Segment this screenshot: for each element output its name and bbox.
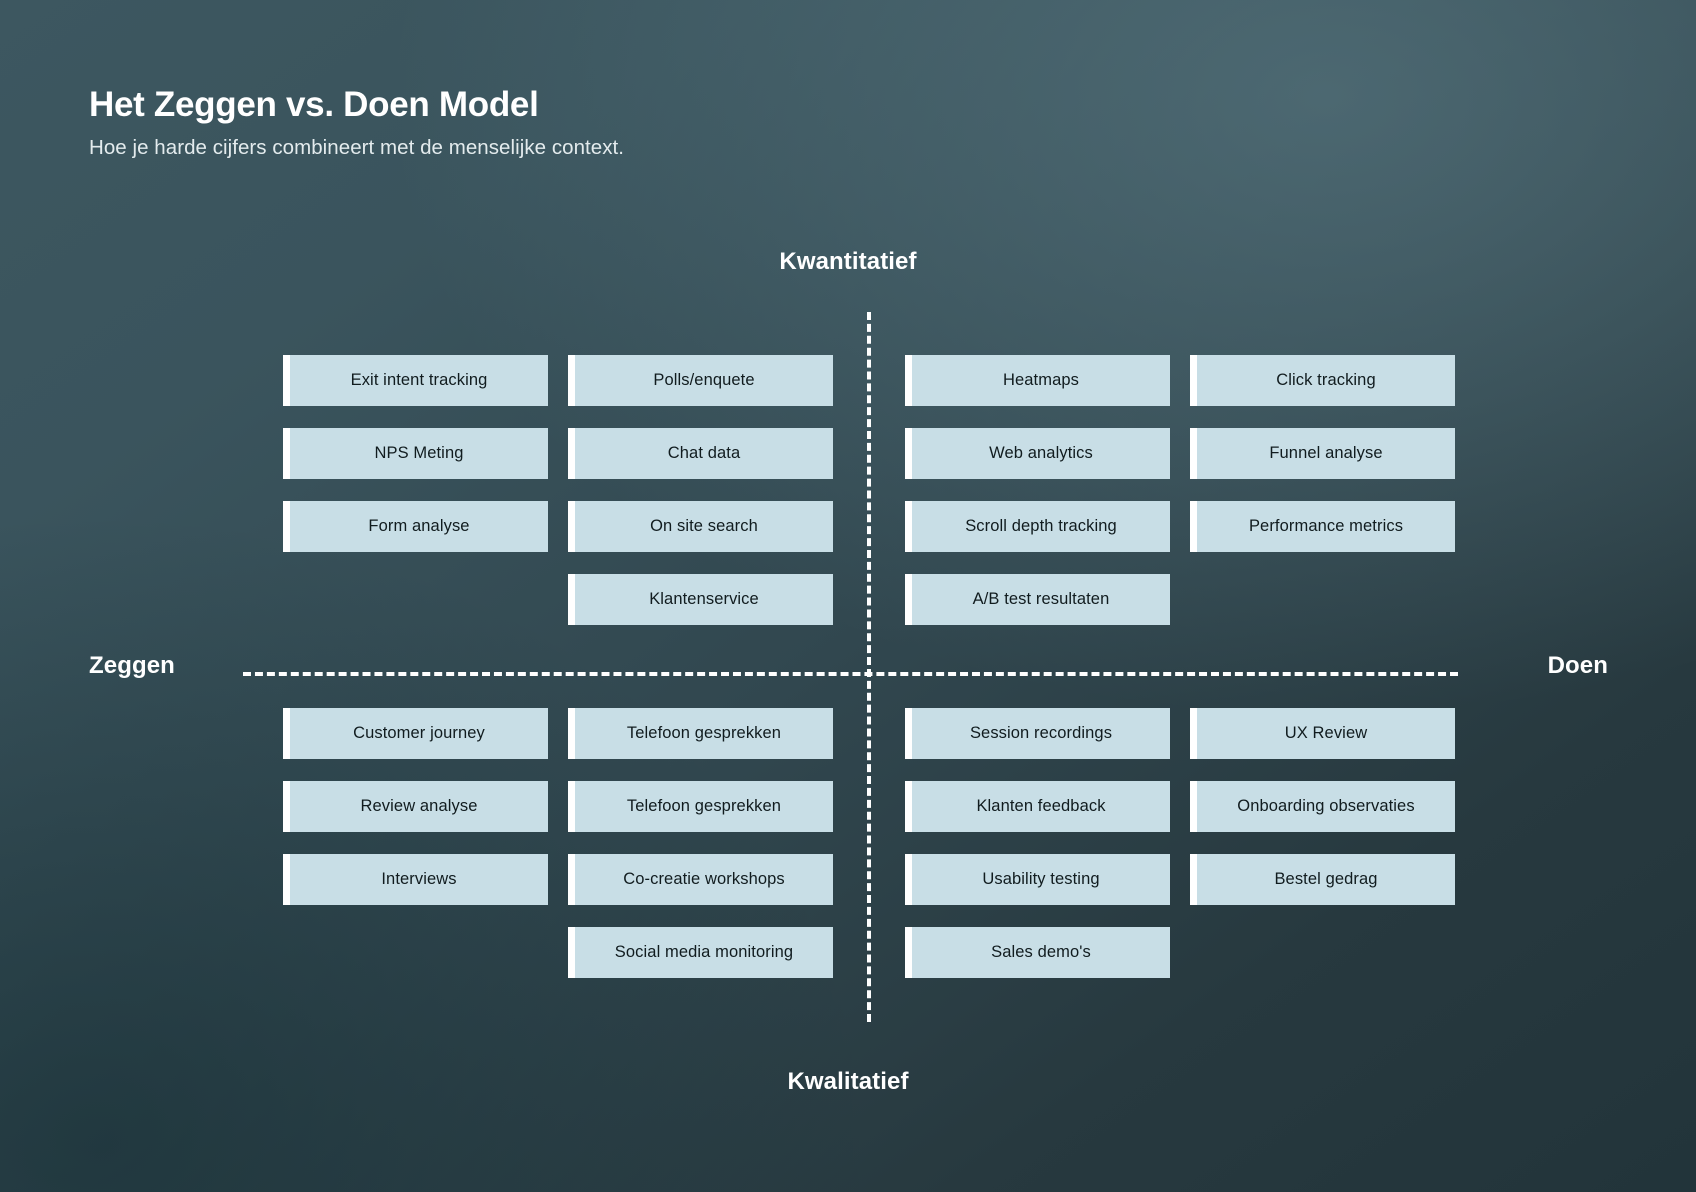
- method-card[interactable]: Customer journey: [283, 708, 548, 759]
- method-card[interactable]: Session recordings: [905, 708, 1170, 759]
- axis-line-horizontal: [243, 672, 1458, 676]
- method-card[interactable]: Social media monitoring: [568, 927, 833, 978]
- page-title: Het Zeggen vs. Doen Model: [89, 85, 539, 124]
- page-subtitle: Hoe je harde cijfers combineert met de m…: [89, 136, 625, 159]
- method-card[interactable]: Usability testing: [905, 854, 1170, 905]
- method-card[interactable]: Klantenservice: [568, 574, 833, 625]
- method-card[interactable]: Polls/enquete: [568, 355, 833, 406]
- axis-label-kwalitatief: Kwalitatief: [787, 1068, 909, 1095]
- axis-line-vertical: [867, 312, 871, 1022]
- method-card[interactable]: Review analyse: [283, 781, 548, 832]
- header: Het Zeggen vs. Doen Model Hoe je harde c…: [89, 84, 989, 160]
- method-card[interactable]: Performance metrics: [1190, 501, 1455, 552]
- method-card[interactable]: Form analyse: [283, 501, 548, 552]
- method-card[interactable]: Bestel gedrag: [1190, 854, 1455, 905]
- axis-label-doen: Doen: [1547, 652, 1608, 679]
- method-card[interactable]: UX Review: [1190, 708, 1455, 759]
- method-card[interactable]: Exit intent tracking: [283, 355, 548, 406]
- axis-label-zeggen: Zeggen: [89, 652, 175, 679]
- method-card[interactable]: Interviews: [283, 854, 548, 905]
- method-card[interactable]: Klanten feedback: [905, 781, 1170, 832]
- method-card[interactable]: Telefoon gesprekken: [568, 781, 833, 832]
- method-card[interactable]: Chat data: [568, 428, 833, 479]
- method-card[interactable]: Onboarding observaties: [1190, 781, 1455, 832]
- method-card[interactable]: Telefoon gesprekken: [568, 708, 833, 759]
- method-card[interactable]: Funnel analyse: [1190, 428, 1455, 479]
- axis-label-kwantitatief: Kwantitatief: [779, 248, 917, 275]
- method-card[interactable]: Heatmaps: [905, 355, 1170, 406]
- method-card[interactable]: Click tracking: [1190, 355, 1455, 406]
- method-card[interactable]: Scroll depth tracking: [905, 501, 1170, 552]
- method-card[interactable]: Co-creatie workshops: [568, 854, 833, 905]
- method-card[interactable]: Web analytics: [905, 428, 1170, 479]
- method-card[interactable]: A/B test resultaten: [905, 574, 1170, 625]
- method-card[interactable]: Sales demo's: [905, 927, 1170, 978]
- method-card[interactable]: On site search: [568, 501, 833, 552]
- method-card[interactable]: NPS Meting: [283, 428, 548, 479]
